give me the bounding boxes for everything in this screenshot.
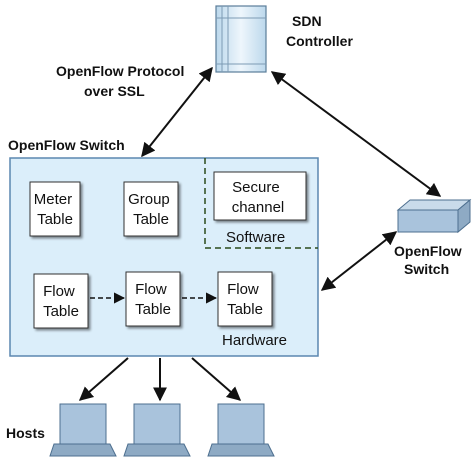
group-table-box: Group Table <box>123 181 179 237</box>
host-laptop-icon-1 <box>49 403 117 457</box>
sdn-controller-label-line2: Controller <box>286 33 353 49</box>
group-table-line1: Group <box>128 191 170 208</box>
openflow-switch-title: OpenFlow Switch <box>8 137 125 153</box>
host-laptop-icon-2 <box>123 403 191 457</box>
protocol-label-line1: OpenFlow Protocol <box>56 63 184 79</box>
software-label: Software <box>226 229 285 246</box>
svg-text:Flow Table: Flow Table <box>43 283 79 320</box>
controller-to-switch-arrow <box>141 66 213 158</box>
secure-channel-box: Secure channel <box>213 171 307 221</box>
sdn-controller-label-line1: SDN <box>292 13 322 29</box>
svg-text:Flow Table: Flow Table <box>227 281 263 318</box>
switch-to-host-1-arrow <box>78 357 129 401</box>
remote-switch-label-line2: Switch <box>404 261 449 277</box>
protocol-label: OpenFlow Protocol over SSL <box>56 63 188 99</box>
sdn-controller-label: SDN Controller <box>286 13 353 49</box>
remote-switch-label-line1: OpenFlow <box>394 243 462 259</box>
sdn-controller-icon <box>215 5 267 73</box>
flow-table-box-1: Flow Table <box>33 273 89 329</box>
flow-table-box-2: Flow Table <box>125 271 181 327</box>
switch-to-remote-switch-arrow <box>320 231 398 291</box>
flow-table-1-line2: Table <box>43 303 79 320</box>
flow-table-2-line2: Table <box>135 301 171 318</box>
group-table-line2: Table <box>133 211 169 228</box>
secure-channel-line2: channel <box>232 199 285 216</box>
svg-text:Flow Table: Flow Table <box>135 281 171 318</box>
flow-table-3-line1: Flow <box>227 281 259 298</box>
meter-table-line2: Table <box>37 211 73 228</box>
svg-text:Secure channel: Secure channel <box>232 179 285 216</box>
software-region-border <box>204 158 318 249</box>
secure-channel-line1: Secure <box>232 179 280 196</box>
host-laptop-icon-3 <box>207 403 275 457</box>
hardware-label: Hardware <box>222 332 287 349</box>
protocol-label-line2: over SSL <box>84 83 145 99</box>
flow-table-1-line1: Flow <box>43 283 75 300</box>
switch-to-host-3-arrow <box>191 357 242 401</box>
hosts-label: Hosts <box>6 425 45 441</box>
svg-text:Group Table: Group Table <box>128 191 174 228</box>
meter-table-line1: Meter <box>34 191 72 208</box>
remote-switch-icon <box>396 198 472 234</box>
flow-table-3-line2: Table <box>227 301 263 318</box>
flow-table-box-3: Flow Table <box>217 271 273 327</box>
svg-text:Meter Table: Meter Table <box>34 191 77 228</box>
controller-to-remote-switch-arrow <box>270 71 442 197</box>
meter-table-box: Meter Table <box>29 181 81 237</box>
remote-switch-label: OpenFlow Switch <box>394 243 466 277</box>
flow-table-2-line1: Flow <box>135 281 167 298</box>
